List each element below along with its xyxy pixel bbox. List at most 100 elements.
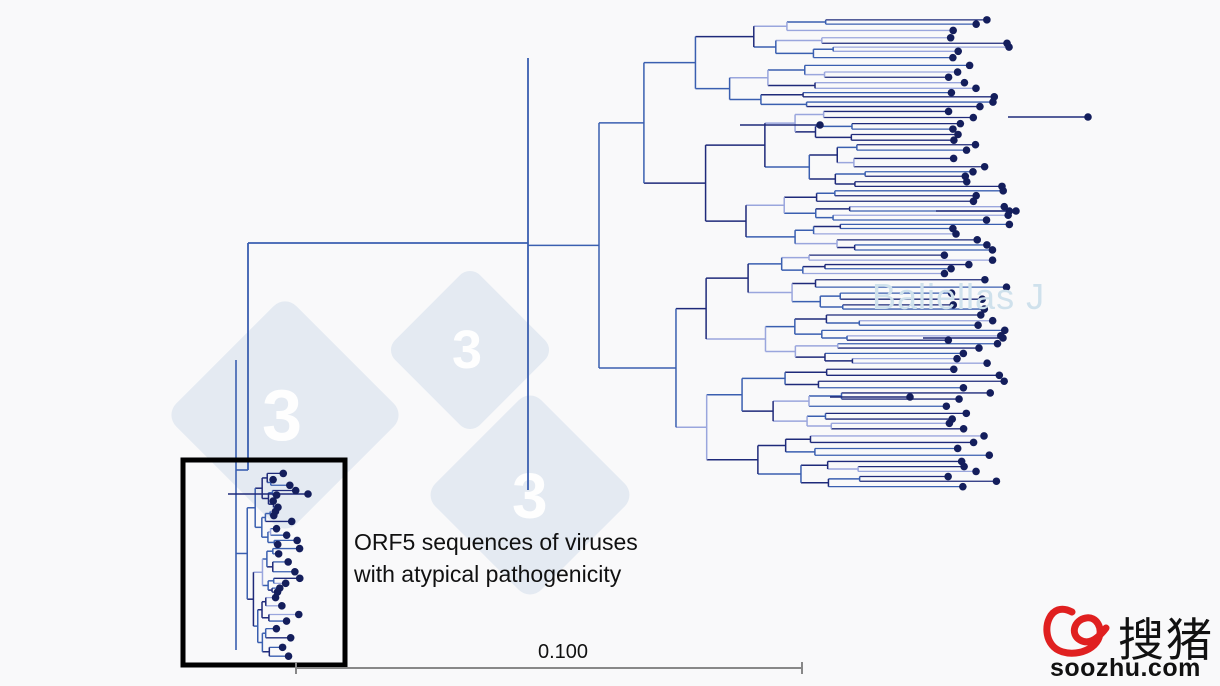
tree-tip: [992, 477, 1001, 486]
tree-tip: [956, 119, 965, 128]
tree-tip: [278, 643, 287, 652]
tree-tip: [295, 574, 304, 583]
tree-tip: [988, 316, 997, 325]
tree-tip: [906, 393, 914, 401]
tree-tip: [953, 444, 962, 453]
tree-tip: [975, 344, 983, 352]
watermark-digit: 3: [452, 320, 482, 380]
tree-tip: [816, 121, 824, 129]
tree-tip: [949, 365, 958, 374]
tree-tip: [954, 130, 962, 139]
watermark-digit: 3: [262, 376, 302, 456]
tree-tip: [959, 383, 968, 392]
tree-tip: [972, 467, 980, 476]
scale-bar-label: 0.100: [538, 641, 589, 663]
tree-tip: [962, 146, 971, 154]
tree-tip: [949, 301, 958, 309]
tree-tip: [983, 241, 991, 249]
tree-tip: [293, 536, 301, 545]
tree-tip: [271, 593, 280, 602]
soozhu-logo-icon: [1043, 605, 1110, 657]
tree-tip: [291, 486, 300, 495]
tree-tip: [284, 652, 293, 660]
tree-tip: [983, 16, 991, 24]
tree-tip: [945, 419, 954, 428]
tree-tip: [282, 617, 291, 625]
tree-tip: [980, 162, 989, 171]
tree-tip: [273, 540, 282, 549]
brand-watermark: 3 3 3: [171, 270, 630, 595]
tree-tip: [960, 78, 969, 87]
atypical-pathogenicity-annotation: ORF5 sequences of viruses with atypical …: [354, 526, 638, 590]
tree-tip: [940, 269, 949, 278]
tree-tip: [944, 336, 953, 344]
tree-tip: [946, 33, 955, 42]
tree-tip: [965, 260, 973, 269]
tree-tip: [952, 230, 960, 238]
tree-tip: [1005, 43, 1013, 51]
tree-tip: [999, 187, 1007, 195]
tree-tip: [284, 558, 292, 566]
tree-tip: [278, 602, 286, 610]
watermark-digit: 3: [512, 460, 548, 532]
tree-tip: [978, 295, 987, 303]
tree-tip: [955, 395, 963, 403]
tree-tip: [1000, 377, 1008, 386]
tree-tip: [947, 264, 955, 273]
tree-tip: [1004, 211, 1012, 220]
tree-tip: [269, 511, 278, 520]
annotation-line: ORF5 sequences of viruses: [354, 529, 638, 555]
tree-tip: [976, 102, 984, 111]
tree-tip: [986, 389, 995, 397]
tree-tip: [949, 125, 957, 133]
tree-tip: [999, 334, 1007, 342]
tree-tip: [1084, 113, 1092, 121]
tree-tip: [954, 47, 962, 56]
site-logo-chinese: 搜猪: [1118, 613, 1214, 667]
tree-tip: [274, 550, 283, 558]
tree-tip: [949, 53, 957, 62]
tree-tip: [282, 531, 291, 539]
tree-tip: [1000, 326, 1009, 335]
tree-tip: [985, 451, 994, 460]
tree-tip: [988, 256, 997, 264]
tree-tip: [279, 469, 288, 478]
tree-tip: [969, 197, 978, 206]
tree-tip: [1012, 207, 1020, 215]
tree-tip: [272, 624, 281, 633]
tree-tip: [959, 349, 968, 358]
tree-tip: [304, 490, 312, 498]
tree-tip: [993, 339, 1002, 348]
tree-tip: [962, 177, 971, 186]
tree-tip: [1002, 283, 1011, 291]
annotation-line: with atypical pathogenicity: [354, 561, 622, 587]
tree-tip: [940, 251, 949, 259]
tree-tip: [1000, 202, 1009, 211]
tree-tip: [959, 424, 968, 433]
tree-tip: [950, 136, 958, 144]
tree-tip: [988, 246, 997, 254]
tree-tip: [291, 567, 299, 576]
tree-tip: [272, 524, 281, 533]
tree-tip: [281, 579, 290, 588]
tree-tip: [960, 462, 968, 471]
tree-tip: [1005, 220, 1014, 229]
tree-tip: [983, 359, 991, 367]
tree-tip: [981, 275, 989, 284]
tree-tip: [972, 84, 980, 93]
tree-tip: [982, 216, 991, 224]
tree-tip: [969, 167, 977, 176]
tree-tip: [969, 438, 978, 447]
tree-tip: [944, 472, 952, 481]
author-watermark: Baliellas J: [872, 276, 1046, 317]
tree-tips: [269, 16, 1092, 660]
tree-tip: [944, 107, 953, 116]
tree-tip: [947, 289, 956, 297]
tree-tip: [287, 517, 296, 526]
site-logo-domain: soozhu.com: [1050, 654, 1201, 682]
tree-tip: [286, 633, 295, 642]
tree-tip: [295, 544, 304, 553]
tree-tip: [972, 20, 980, 28]
atypical-clade-highlight-box: [180, 457, 348, 668]
